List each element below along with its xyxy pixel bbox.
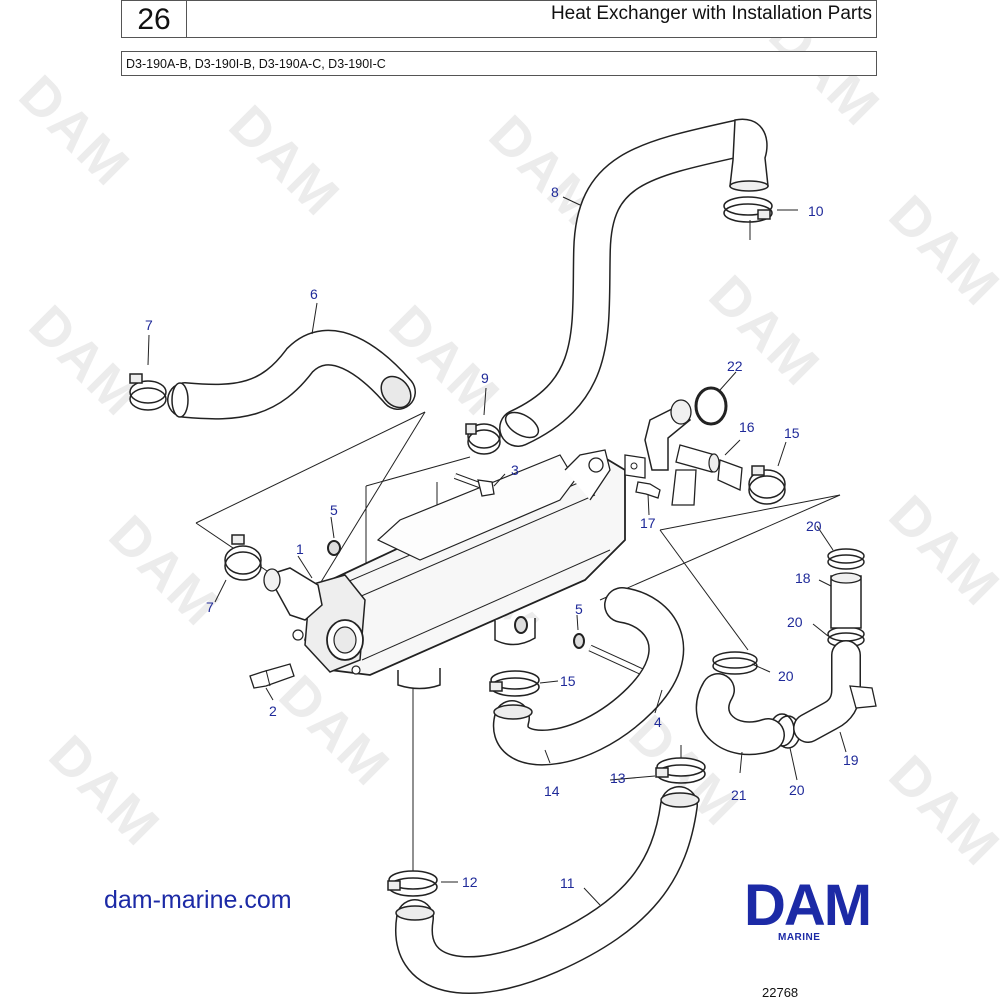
part-label-2: 2 (269, 703, 277, 719)
part-label-10: 10 (808, 203, 824, 219)
hose-upper-long (499, 118, 769, 447)
clamp-15-right (748, 465, 786, 505)
logo-text: DAM (744, 877, 870, 938)
bolt-3 (453, 473, 495, 497)
page-title: Heat Exchanger with Installation Parts (186, 0, 877, 38)
dam-logo: DAM (744, 877, 872, 938)
leader-lines (147, 196, 847, 906)
page-number: 26 (121, 0, 187, 38)
part-label-22: 22 (727, 358, 743, 374)
part-label-16: 16 (739, 419, 755, 435)
part-label-13: 13 (610, 770, 626, 786)
part-label-20c: 20 (778, 668, 794, 684)
website-link[interactable]: dam-marine.com (104, 886, 292, 914)
part-label-6: 6 (310, 286, 318, 302)
hose-14 (492, 587, 685, 766)
part-label-21: 21 (731, 787, 747, 803)
part-label-3: 3 (511, 462, 519, 478)
logo-subtext: MARINE (778, 932, 821, 943)
part-label-15a: 15 (560, 673, 576, 689)
part-label-11: 11 (560, 875, 575, 891)
clamp-9 (465, 423, 501, 455)
model-list: D3-190A-B, D3-190I-B, D3-190A-C, D3-190I… (121, 51, 877, 76)
clamp-7-upper (129, 373, 167, 411)
tube-18 (830, 572, 862, 629)
part-labels: 1 2 3 4 5 5 6 7 7 8 9 10 11 12 13 14 15 … (145, 184, 859, 891)
part-label-19: 19 (843, 752, 859, 768)
clamp-12 (387, 870, 438, 897)
washer-5a (327, 540, 341, 556)
heat-exchanger-body (292, 449, 626, 690)
hose-upper-left (167, 329, 416, 420)
clamp-20-left (712, 651, 758, 675)
part-label-12: 12 (462, 874, 478, 890)
part-label-5b: 5 (575, 601, 583, 617)
temperature-sensor (249, 663, 295, 689)
part-label-9: 9 (481, 370, 489, 386)
drawing-number: 22768 (762, 985, 799, 1000)
part-label-4: 4 (654, 714, 662, 730)
part-label-14: 14 (544, 783, 560, 799)
washer-5b (573, 633, 585, 649)
part-label-8: 8 (551, 184, 559, 200)
hose-21 (695, 673, 785, 756)
part-label-20d: 20 (789, 782, 805, 798)
o-ring-22 (694, 386, 728, 426)
bolt-17 (635, 481, 661, 499)
elbow-pipe-19 (793, 640, 877, 743)
reference-lines (195, 220, 841, 875)
part-label-15b: 15 (784, 425, 800, 441)
part-label-7b: 7 (206, 599, 214, 615)
clamp-7-lower (224, 534, 262, 581)
washer-5-mount (514, 616, 528, 634)
clamp-13 (655, 757, 706, 784)
part-label-20a: 20 (806, 518, 822, 534)
part-label-18: 18 (795, 570, 811, 586)
part-label-20b: 20 (787, 614, 803, 630)
clamp-20-top (827, 548, 865, 570)
clamp-10 (723, 196, 773, 223)
part-label-5a: 5 (330, 502, 338, 518)
part-label-1: 1 (296, 541, 304, 557)
clamp-15-lower (489, 670, 540, 697)
part-label-7a: 7 (145, 317, 153, 333)
elbow-connector (263, 567, 323, 621)
hose-lower-long (395, 786, 700, 994)
part-label-17: 17 (640, 515, 656, 531)
elbow-housing-16 (624, 399, 743, 506)
